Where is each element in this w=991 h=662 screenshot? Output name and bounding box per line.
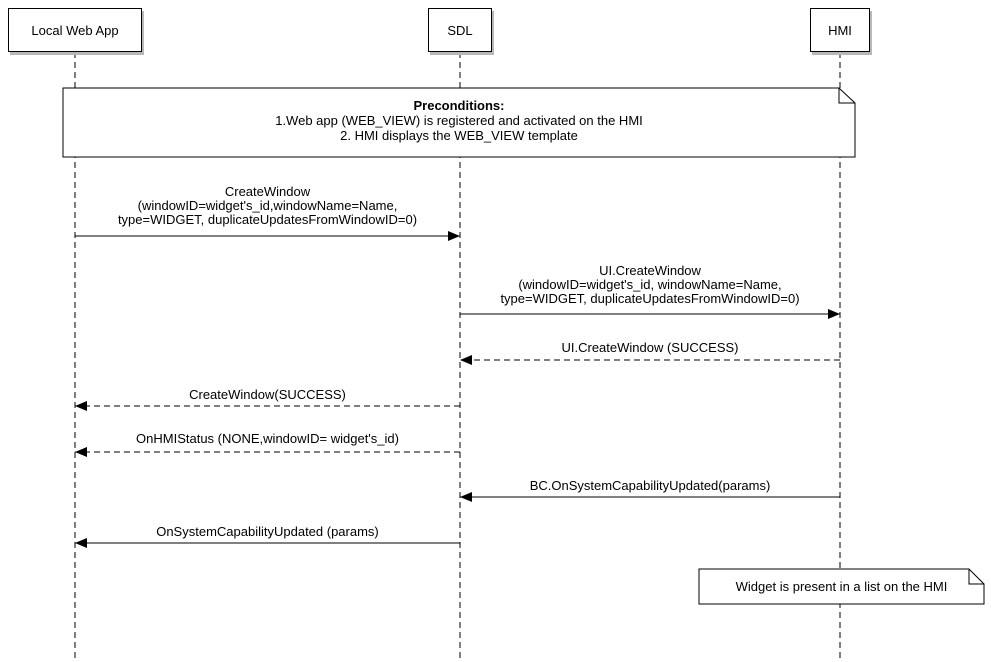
message-create-window: CreateWindow (windowID=widget's_id,windo… — [75, 185, 460, 227]
participant-sdl-label: SDL — [447, 22, 473, 38]
message-ui-create-window-success: UI.CreateWindow (SUCCESS) — [561, 340, 739, 355]
message-on-hmi-status: OnHMIStatus (NONE,windowID= widget's_id) — [136, 431, 399, 446]
message-ui-create-window-line-1: UI.CreateWindow — [599, 263, 701, 278]
message-ui-create-window-line-2: (windowID=widget's_id, windowName=Name, — [518, 277, 782, 292]
message-bc-on-system-capability-updated: BC.OnSystemCapabilityUpdated(params) — [529, 478, 771, 493]
message-create-window-success: CreateWindow(SUCCESS) — [189, 387, 346, 402]
preconditions-line-2: 2. HMI displays the WEB_VIEW template — [340, 128, 578, 143]
participant-hmi: HMI — [810, 8, 870, 52]
preconditions-note: Preconditions: 1.Web app (WEB_VIEW) is r… — [63, 98, 855, 143]
message-ui-create-window: UI.CreateWindow (windowID=widget's_id, w… — [460, 264, 840, 306]
widget-note-shape — [698, 568, 985, 605]
participant-local-web-app: Local Web App — [8, 8, 142, 52]
participant-local-web-app-label: Local Web App — [31, 22, 119, 38]
message-create-window-line-1: CreateWindow — [224, 184, 311, 199]
widget-note: Widget is present in a list on the HMI — [735, 579, 948, 594]
message-create-window-line-3: type=WIDGET, duplicateUpdatesFromWindowI… — [117, 212, 418, 227]
message-ui-create-window-line-3: type=WIDGET, duplicateUpdatesFromWindowI… — [500, 291, 800, 306]
message-create-window-line-2: (windowID=widget's_id,windowName=Name, — [137, 198, 398, 213]
participant-hmi-label: HMI — [828, 22, 852, 38]
participant-sdl: SDL — [428, 8, 492, 52]
message-on-system-capability-updated: OnSystemCapabilityUpdated (params) — [156, 524, 379, 539]
preconditions-note-shape — [62, 87, 856, 158]
preconditions-title: Preconditions: — [413, 98, 505, 113]
preconditions-line-1: 1.Web app (WEB_VIEW) is registered and a… — [275, 113, 643, 128]
